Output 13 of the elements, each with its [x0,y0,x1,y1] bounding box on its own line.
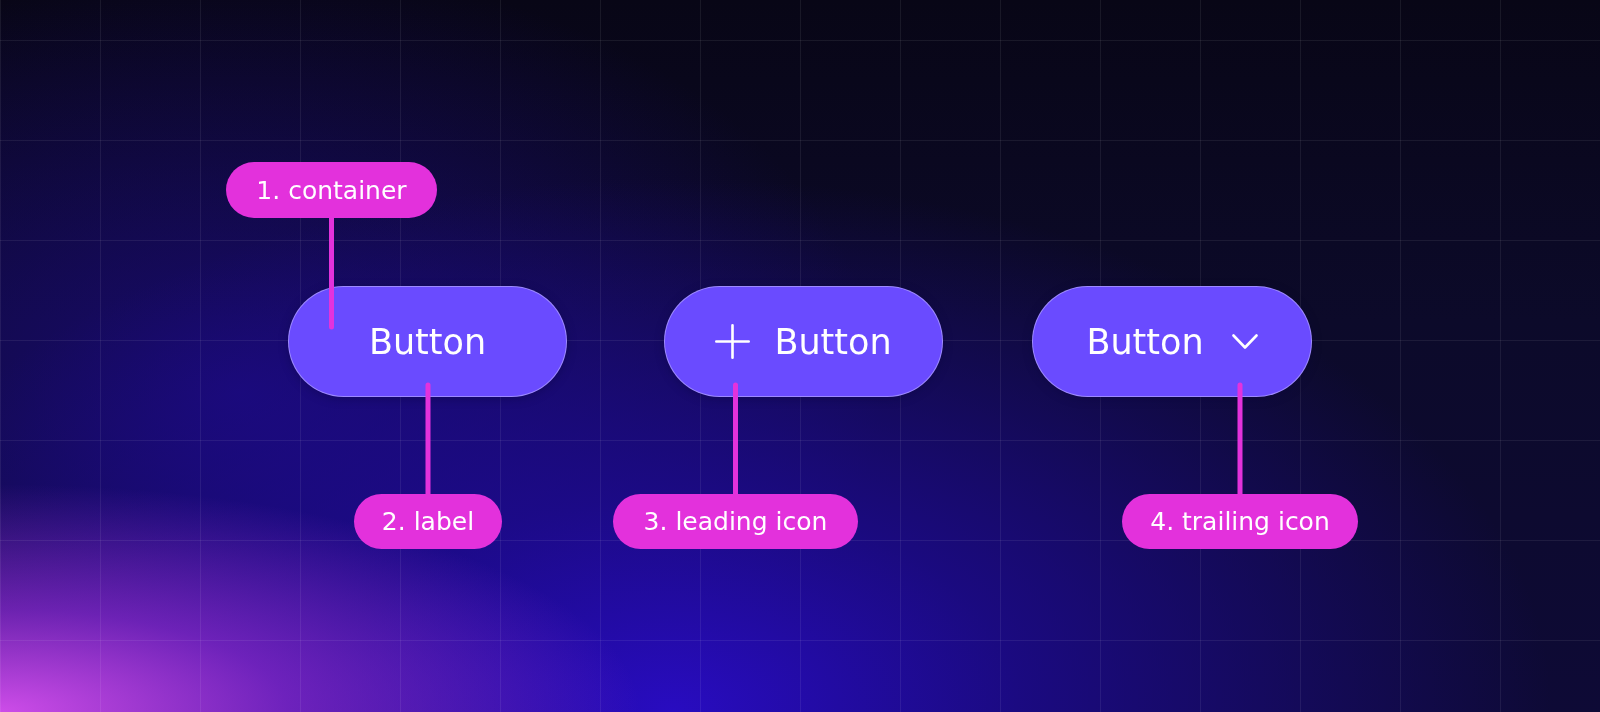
callout-label: 3. leading icon [613,494,858,549]
button: Button [664,286,943,397]
callout-label: 1. container [226,162,437,218]
leader-line [1237,382,1243,497]
chevron-down-icon [1231,334,1258,349]
leader-line [329,215,334,330]
button: Button [1032,286,1312,397]
leader-line [733,382,738,497]
callout-label: 4. trailing icon [1122,494,1358,549]
plus-icon [715,324,751,359]
button: Button [288,286,567,397]
leader-line [425,382,431,497]
callout-label: 2. label [354,494,502,549]
